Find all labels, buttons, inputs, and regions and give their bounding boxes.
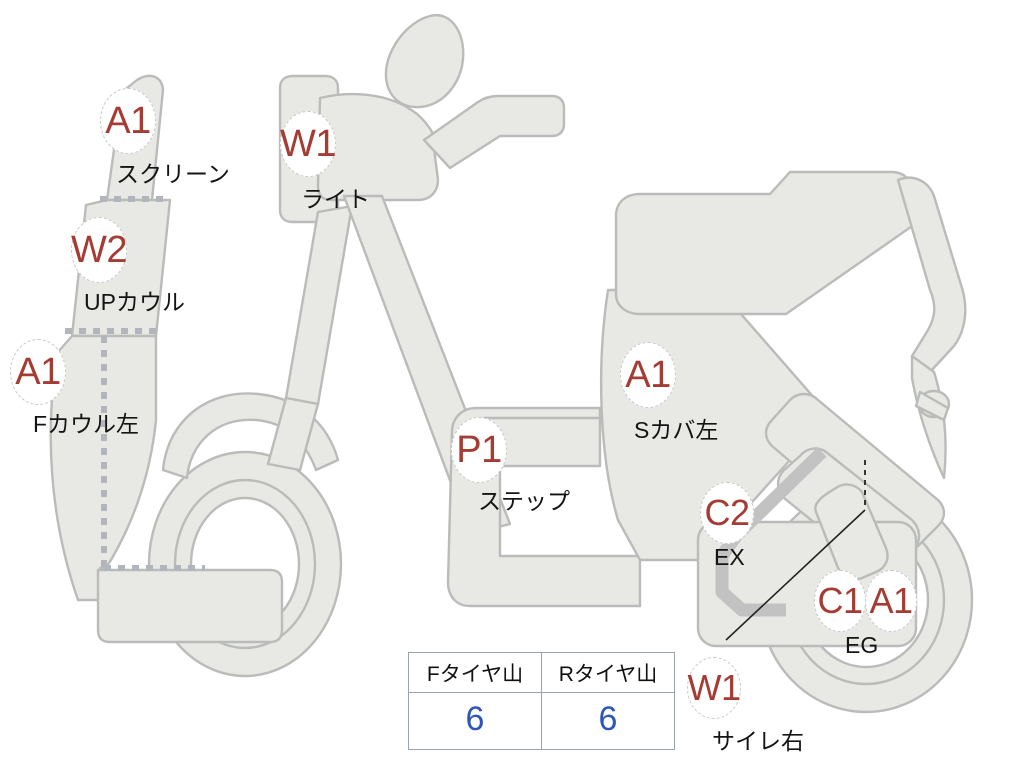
marker-label-3: ライト [301, 186, 370, 212]
marker-label-4: ステップ [478, 488, 570, 514]
damage-marker-a1-8[interactable]: A1 [865, 570, 917, 632]
mirror [384, 13, 465, 109]
damage-marker-c1-7[interactable]: C1 [814, 570, 866, 632]
damage-marker-a1-5[interactable]: A1 [620, 342, 676, 408]
marker-label-6: EX [714, 544, 745, 570]
marker-label-1: UPカウル [84, 289, 185, 315]
damage-marker-c2-6[interactable]: C2 [700, 482, 754, 544]
leg-shield-bottom [96, 568, 284, 644]
damage-marker-w2-1[interactable]: W2 [71, 217, 128, 283]
rear-shock [814, 483, 889, 581]
seat-assembly [614, 170, 967, 480]
pointer-line-muffler [725, 509, 866, 641]
damage-marker-w1-3[interactable]: W1 [280, 111, 337, 177]
tail-section [896, 176, 967, 374]
marker-label-9: サイレ右 [712, 728, 804, 754]
seat [614, 170, 920, 316]
damage-marker-p1-4[interactable]: P1 [451, 417, 507, 483]
tyre-table-value-row: 6 6 [408, 692, 675, 750]
damage-marker-w1-9[interactable]: W1 [687, 657, 741, 719]
fork-lower-tube [266, 396, 320, 472]
tyre-table-header-rear: Rタイヤ山 [541, 652, 675, 693]
tyre-table-value-rear: 6 [541, 692, 675, 750]
fork-upper-tube [284, 204, 354, 406]
tyre-table-header-row: Fタイヤ山 Rタイヤ山 [408, 652, 675, 693]
handlebar-right [422, 94, 566, 170]
tyre-tread-table: Fタイヤ山 Rタイヤ山 6 6 [408, 652, 675, 750]
marker-label-7: EG [845, 632, 879, 658]
tyre-table-header-front: Fタイヤ山 [408, 652, 542, 693]
tyre-table-value-front: 6 [408, 692, 542, 750]
marker-label-0: スクリーン [116, 161, 230, 187]
damage-marker-a1-2[interactable]: A1 [10, 339, 66, 405]
damage-marker-a1-0[interactable]: A1 [100, 88, 156, 154]
marker-label-2: Fカウル左 [33, 411, 140, 437]
handlebar-cover [316, 92, 440, 202]
front-fork [266, 204, 354, 472]
marker-label-5: Sカバ左 [634, 417, 719, 443]
